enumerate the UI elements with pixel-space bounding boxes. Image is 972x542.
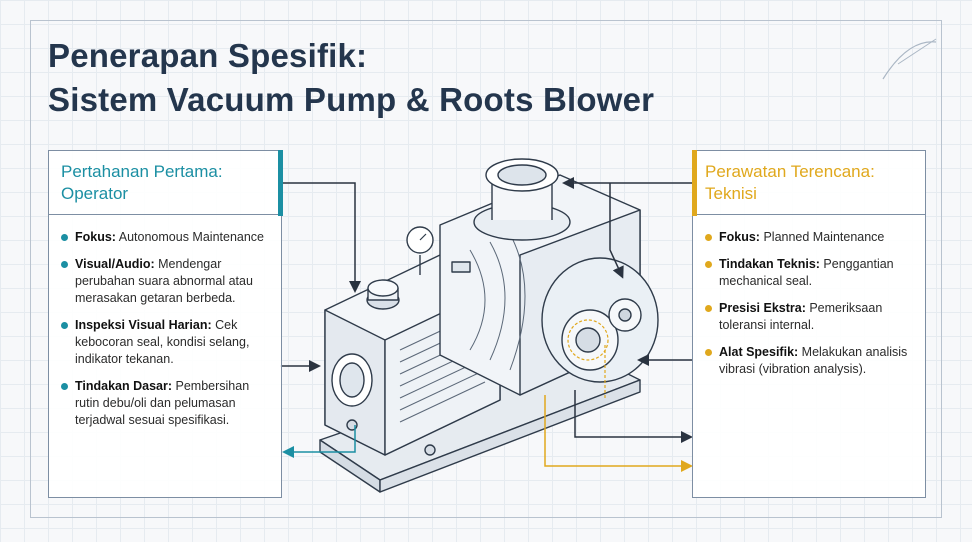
item-text: Planned Maintenance bbox=[759, 230, 885, 244]
operator-panel-heading: Pertahanan Pertama: Operator bbox=[49, 149, 283, 216]
technician-panel-heading: Perawatan Terencana: Teknisi bbox=[691, 149, 925, 216]
item-label: Fokus: bbox=[75, 230, 116, 244]
item-text: Pembersihan rutin debu/oli dan pelumasan… bbox=[75, 379, 250, 427]
item-label: Inspeksi Visual Harian: bbox=[75, 318, 212, 332]
item-label: Presisi Ekstra: bbox=[719, 301, 806, 315]
technician-heading-line-2: Teknisi bbox=[705, 184, 757, 203]
technician-item-list: Fokus: Planned Maintenance Tindakan Tekn… bbox=[693, 215, 925, 378]
list-item: Visual/Audio: Mendengar perubahan suara … bbox=[61, 256, 271, 307]
item-label: Tindakan Teknis: bbox=[719, 257, 820, 271]
bullet-dot-icon bbox=[705, 261, 712, 268]
bullet-dot-icon bbox=[61, 383, 68, 390]
technician-heading-line-1: Perawatan Terencana: bbox=[705, 162, 875, 181]
list-item: Inspeksi Visual Harian: Cek kebocoran se… bbox=[61, 317, 271, 368]
bullet-dot-icon bbox=[61, 234, 68, 241]
technician-panel: Perawatan Terencana: Teknisi Fokus: Plan… bbox=[691, 149, 926, 498]
item-label: Alat Spesifik: bbox=[719, 345, 799, 359]
item-text: Cek kebocoran seal, kondisi selang, indi… bbox=[75, 318, 250, 366]
list-item: Tindakan Teknis: Penggantian mechanical … bbox=[705, 256, 915, 290]
bullet-dot-icon bbox=[705, 305, 712, 312]
operator-item-list: Fokus: Autonomous Maintenance Visual/Aud… bbox=[49, 215, 281, 429]
bullet-dot-icon bbox=[705, 234, 712, 241]
item-label: Tindakan Dasar: bbox=[75, 379, 173, 393]
item-text: Pemeriksaan toleransi internal. bbox=[719, 301, 883, 332]
operator-panel: Pertahanan Pertama: Operator Fokus: Auto… bbox=[48, 149, 283, 498]
blueprint-frame bbox=[30, 20, 942, 518]
item-label: Visual/Audio: bbox=[75, 257, 155, 271]
item-text: Penggantian mechanical seal. bbox=[719, 257, 894, 288]
title-line-1: Penerapan Spesifik: bbox=[48, 37, 368, 74]
list-item: Tindakan Dasar: Pembersihan rutin debu/o… bbox=[61, 378, 271, 429]
compass-arc-icon bbox=[882, 38, 937, 80]
item-text: Autonomous Maintenance bbox=[115, 230, 265, 244]
item-text: Mendengar perubahan suara abnormal atau … bbox=[75, 257, 253, 305]
list-item: Presisi Ekstra: Pemeriksaan toleransi in… bbox=[705, 300, 915, 334]
list-item: Fokus: Autonomous Maintenance bbox=[61, 229, 271, 246]
page-title: Penerapan Spesifik: Sistem Vacuum Pump &… bbox=[48, 34, 654, 122]
operator-heading-line-2: Operator bbox=[61, 184, 129, 203]
item-text: Melakukan analisis vibrasi (vibration an… bbox=[719, 345, 908, 376]
title-line-2: Sistem Vacuum Pump & Roots Blower bbox=[48, 81, 655, 118]
list-item: Fokus: Planned Maintenance bbox=[705, 229, 915, 246]
list-item: Alat Spesifik: Melakukan analisis vibras… bbox=[705, 344, 915, 378]
item-label: Fokus: bbox=[719, 230, 760, 244]
bullet-dot-icon bbox=[705, 349, 712, 356]
bullet-dot-icon bbox=[61, 322, 68, 329]
operator-heading-line-1: Pertahanan Pertama: bbox=[61, 162, 223, 181]
bullet-dot-icon bbox=[61, 261, 68, 268]
